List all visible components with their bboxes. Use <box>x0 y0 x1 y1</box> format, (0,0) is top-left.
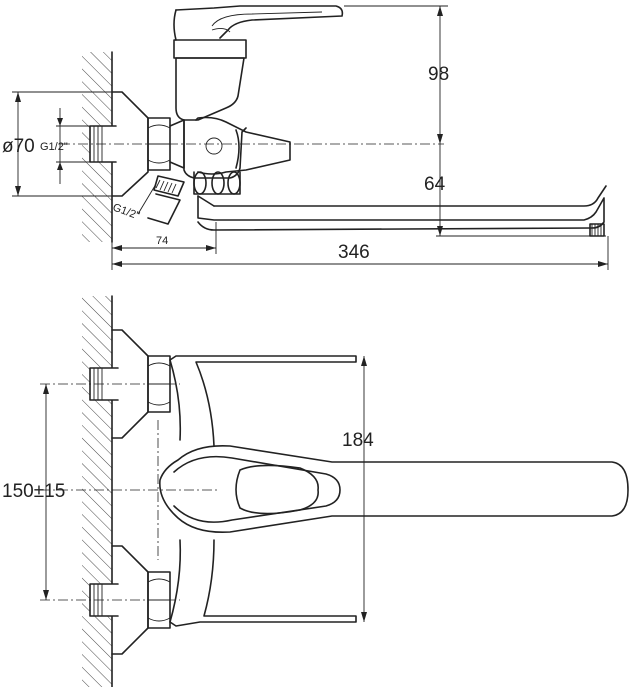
thread-outlet: G1/2" <box>111 183 157 223</box>
dim-98: 98 <box>344 5 449 144</box>
thread-outlet-label: G1/2" <box>111 202 141 223</box>
dim-64-label: 64 <box>424 174 446 195</box>
thread-inlet-label: G1/2" <box>40 141 68 153</box>
lever-handle-top <box>175 5 344 39</box>
front-view: 184 150±15 <box>2 295 629 687</box>
dim-74-label: 74 <box>156 235 168 247</box>
dim-184: 184 <box>342 356 374 622</box>
side-view: 98 64 346 74 <box>2 5 609 270</box>
dim-150-label: 150±15 <box>2 481 65 502</box>
dim-184-label: 184 <box>342 430 374 451</box>
dim-98-label: 98 <box>428 64 449 85</box>
wall-hatch-bottom <box>82 296 112 687</box>
diverter-knob <box>195 116 291 175</box>
dim-346-label: 346 <box>338 242 370 263</box>
faucet-body-top <box>175 57 245 121</box>
dim-74: 74 <box>112 222 217 254</box>
outlet-nipple <box>147 175 185 225</box>
dim-64: 64 <box>424 144 606 237</box>
lever-handle-front <box>159 444 629 534</box>
thread-inlet: G1/2" <box>40 108 90 184</box>
dim-diameter-70: ø70 <box>2 91 112 197</box>
dim-150: 150±15 <box>2 384 65 600</box>
dim-346: 346 <box>111 236 609 270</box>
faucet-body-bottom <box>169 355 357 447</box>
spout-top <box>197 195 605 231</box>
dim-diameter-70-label: ø70 <box>2 136 35 157</box>
